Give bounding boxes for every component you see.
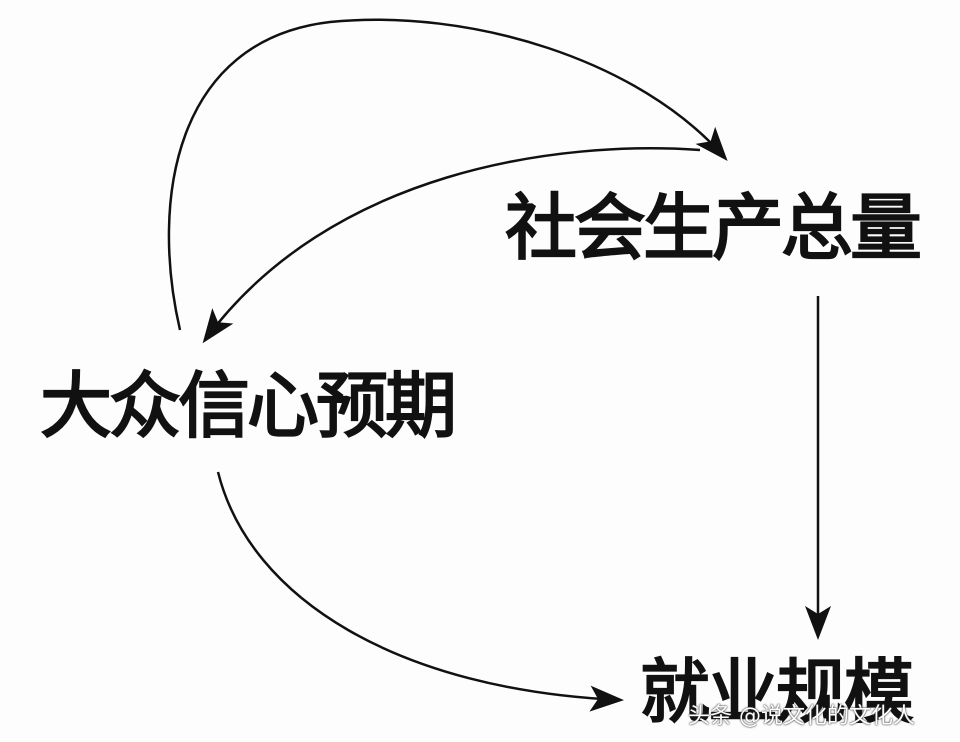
node-social-output: 社会生产总量 bbox=[505, 186, 922, 270]
arrow-output-to-confidence bbox=[202, 147, 701, 344]
arrow-confidence-to-employment bbox=[216, 471, 624, 712]
node-public-confidence: 大众信心预期 bbox=[40, 364, 457, 448]
watermark-text: 头条 @说文化的文化人 bbox=[688, 704, 915, 729]
arrow-confidence-to-output bbox=[167, 18, 728, 331]
node-employment: 就业规模 bbox=[640, 651, 914, 733]
